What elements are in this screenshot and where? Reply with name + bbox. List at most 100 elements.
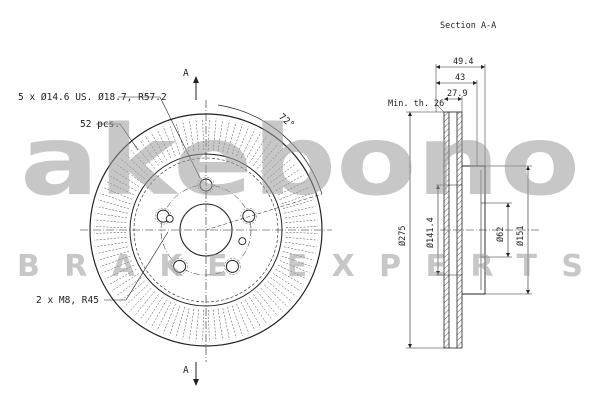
- thread-callout-leader: [104, 231, 169, 301]
- angle-arc: [217, 104, 323, 195]
- bolt-hole-counterbore: [224, 258, 241, 275]
- vent-slot: [182, 308, 190, 340]
- vent-slot: [162, 126, 176, 157]
- dimension-arrowhead: [436, 185, 440, 189]
- vent-slot: [134, 143, 155, 169]
- vent-slot: [213, 309, 217, 342]
- section-view: [406, 64, 540, 349]
- vent-slot: [275, 269, 304, 286]
- vent-slot: [111, 168, 139, 187]
- vent-slot: [182, 120, 190, 152]
- vent-slot: [94, 237, 127, 241]
- vent-slot: [188, 309, 195, 341]
- dimension-arrowhead: [408, 112, 412, 116]
- watermark-brand: akebono: [20, 105, 580, 217]
- vent-callout-leader: [96, 123, 139, 151]
- vent-slot: [105, 264, 135, 280]
- min-thickness: Min. th. 26: [388, 99, 444, 109]
- vent-slot: [129, 288, 152, 312]
- vent-slot: [144, 297, 163, 325]
- vent-slot: [139, 139, 159, 166]
- dim-hat-diameter: Ø151: [515, 226, 526, 246]
- vent-slot: [100, 255, 131, 267]
- vent-slot: [267, 158, 293, 179]
- vent-slot: [270, 163, 297, 183]
- vent-slot: [277, 264, 307, 280]
- vent-slot: [134, 291, 155, 317]
- vent-slot: [285, 237, 318, 241]
- vent-slot: [95, 241, 127, 248]
- vent-slot: [156, 301, 172, 331]
- vent-slot: [284, 206, 316, 214]
- vent-slot: [249, 297, 268, 325]
- vent-slot: [240, 129, 256, 159]
- vent-slot: [227, 307, 237, 338]
- vent-slot: [245, 132, 262, 161]
- vent-slot: [236, 303, 250, 334]
- vent-slot: [285, 212, 317, 219]
- vent-slot: [236, 126, 250, 157]
- vent-slot: [111, 273, 139, 292]
- vent-slot: [267, 281, 293, 302]
- vent-slot: [195, 118, 199, 151]
- vent-slot: [96, 206, 128, 214]
- vent-slot: [119, 158, 145, 179]
- vent-slot: [162, 303, 176, 334]
- thread-hole: [238, 237, 247, 246]
- vent-slot: [94, 232, 127, 234]
- dim-thickness: 27.9: [447, 89, 467, 99]
- vent-slot: [270, 277, 297, 297]
- dimension-arrowhead: [526, 290, 530, 294]
- vent-slot: [156, 129, 172, 159]
- dimension-arrowhead: [436, 65, 440, 69]
- vent-slot: [231, 124, 243, 155]
- dimension-arrowhead: [436, 81, 440, 85]
- dimension-arrowhead: [408, 344, 412, 348]
- vent-slot: [245, 299, 262, 328]
- vent-slot: [279, 186, 310, 200]
- vent-slot: [231, 305, 243, 336]
- vent-slot: [283, 251, 314, 261]
- vent-slot: [281, 255, 312, 267]
- dim-center-bore: Ø62: [495, 227, 506, 242]
- vent-slot: [150, 299, 167, 328]
- dimension-arrowhead: [526, 166, 530, 170]
- dimension-arrowhead: [444, 97, 448, 101]
- bolt-hole-counterbore: [171, 258, 188, 275]
- vent-slot: [150, 132, 167, 161]
- dimension-arrowhead: [436, 271, 440, 275]
- vent-slot: [285, 226, 318, 228]
- vent-slot: [283, 199, 314, 209]
- vent-slot: [98, 251, 129, 261]
- watermark-tagline: BRAKE EXPERTS: [17, 249, 583, 284]
- vent-slot: [102, 260, 133, 274]
- vent-slot: [284, 246, 316, 254]
- vent-slot: [100, 193, 131, 205]
- vent-slot: [217, 119, 224, 151]
- vent-slot: [96, 246, 128, 254]
- bolt-hole-counterbore: [240, 207, 258, 225]
- thread-hole: [165, 214, 174, 223]
- vent-slot: [94, 226, 127, 228]
- front-view: [80, 76, 332, 386]
- section-marker-top: A: [183, 68, 189, 79]
- bolt-hole: [173, 259, 187, 273]
- vent-slot: [169, 305, 181, 336]
- section-arrow-top: [193, 76, 199, 83]
- vent-slot: [95, 212, 127, 219]
- section-title: Section A-A: [440, 21, 496, 31]
- vent-slot: [195, 309, 199, 342]
- dim-total-height: 49.4: [453, 57, 473, 67]
- vent-slot: [275, 174, 304, 191]
- vent-slot: [208, 309, 210, 342]
- vent-slot: [227, 122, 237, 153]
- vent-slot: [108, 174, 137, 191]
- dimension-arrowhead: [458, 97, 462, 101]
- vent-slot: [264, 284, 288, 307]
- bolt-callout-leader: [118, 96, 201, 179]
- vent-slot: [175, 307, 185, 338]
- angle-leader: [205, 193, 323, 231]
- vent-slot: [279, 260, 310, 274]
- vent-slot: [202, 309, 204, 342]
